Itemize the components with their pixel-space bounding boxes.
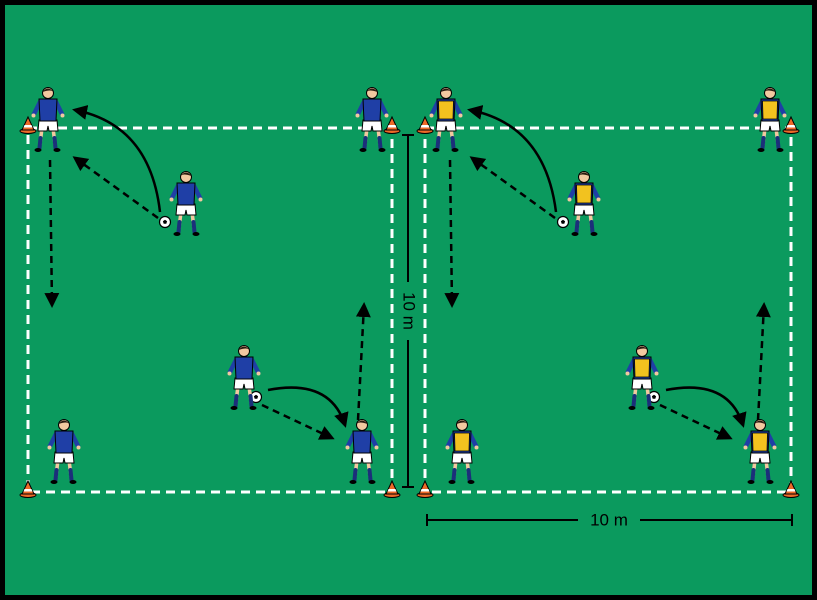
player-icon	[625, 345, 659, 410]
player-icon	[345, 419, 379, 484]
right-square	[423, 126, 793, 494]
cone-icon	[383, 115, 401, 134]
vertical-dimension-label: 10 m	[400, 292, 419, 330]
left-square	[26, 126, 394, 494]
cone-icon	[416, 115, 434, 134]
player-icon	[169, 171, 203, 236]
right-square-arrows	[444, 105, 771, 440]
run-arrow-down	[44, 159, 60, 308]
cone-icon	[19, 479, 37, 498]
pass-arrow	[469, 156, 556, 220]
ball-icon	[158, 215, 172, 229]
balls-layer	[158, 215, 661, 404]
player-icon	[445, 419, 479, 484]
pass-arrow	[659, 403, 733, 440]
pass-arrow	[261, 403, 335, 440]
run-arrow	[267, 386, 349, 428]
player-icon	[567, 171, 601, 236]
cones-layer	[19, 115, 800, 498]
run-arrow	[467, 105, 558, 213]
right-square-boundary	[423, 126, 793, 494]
left-square-boundary	[26, 126, 394, 494]
players-layer	[31, 87, 787, 484]
ball-icon	[556, 215, 570, 229]
player-icon	[227, 345, 261, 410]
player-icon	[753, 87, 787, 152]
cone-icon	[782, 115, 800, 134]
run-arrow	[665, 386, 747, 428]
pitch-surface	[5, 5, 812, 595]
player-icon	[743, 419, 777, 484]
cone-icon	[19, 115, 37, 134]
vertical-dimension: 10 m	[400, 134, 419, 488]
player-icon	[47, 419, 81, 484]
horizontal-dimension: 10 m	[426, 510, 793, 529]
pass-arrow	[72, 156, 159, 220]
left-square-arrows	[44, 105, 371, 440]
run-arrow-down	[444, 159, 460, 308]
player-icon	[31, 87, 65, 152]
cone-icon	[383, 479, 401, 498]
run-arrow	[72, 105, 162, 213]
player-icon	[429, 87, 463, 152]
horizontal-dimension-label: 10 m	[590, 510, 628, 529]
cone-icon	[416, 479, 434, 498]
player-icon	[355, 87, 389, 152]
cone-icon	[782, 479, 800, 498]
